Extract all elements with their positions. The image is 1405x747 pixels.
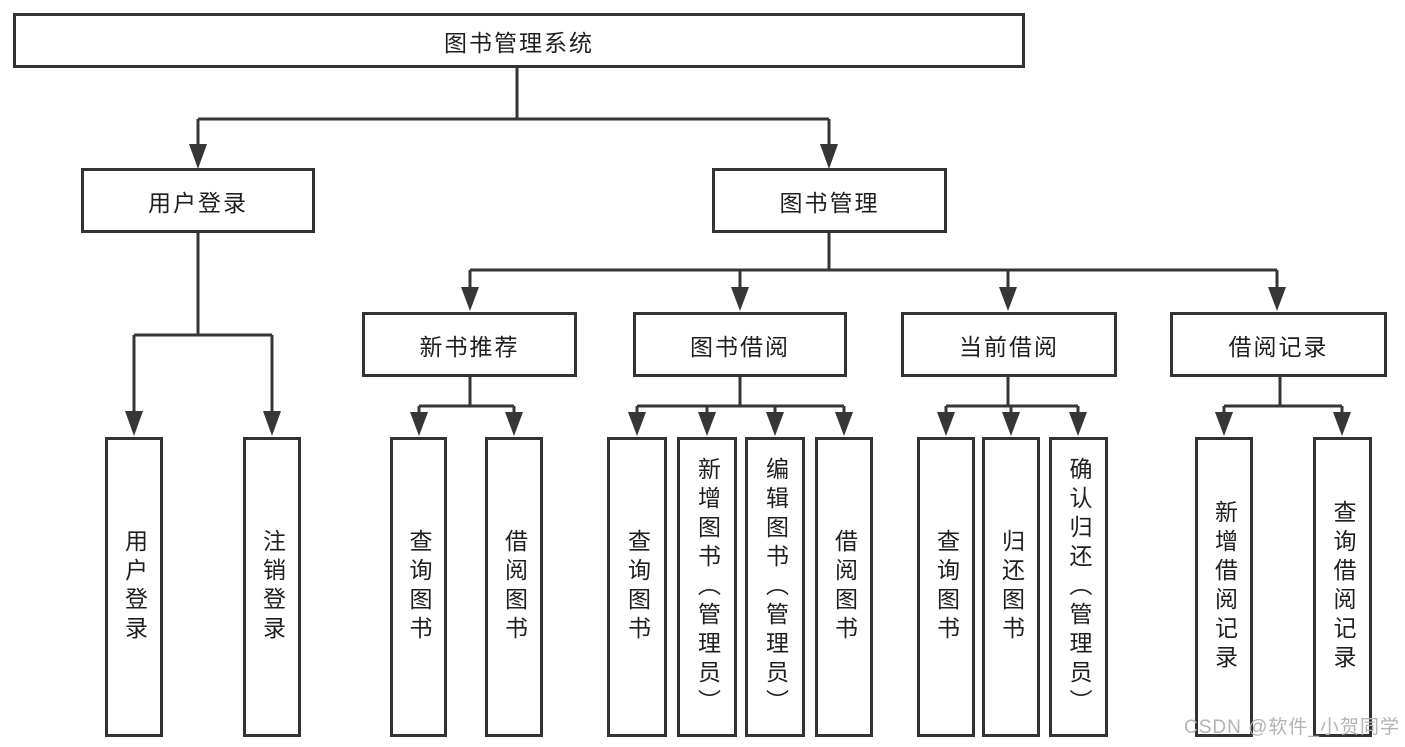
node-label: 查询图书 <box>933 529 960 645</box>
node-confirm-return-admin: 确认归还（管理员） <box>1049 437 1108 737</box>
node-user-login-action: 用户登录 <box>105 437 163 737</box>
node-query-books-borrow: 查询图书 <box>607 437 667 737</box>
node-label: 图书管理 <box>779 189 880 216</box>
node-borrow-books-recommend: 借阅图书 <box>485 437 543 737</box>
arrowheads <box>125 144 1351 436</box>
node-label: 查询图书 <box>624 529 651 645</box>
node-label: 当前借阅 <box>959 333 1059 360</box>
node-label: 归还图书 <box>998 529 1025 645</box>
node-label: 图书借阅 <box>690 333 790 360</box>
node-label: 确认归还（管理员） <box>1066 456 1092 718</box>
node-current-borrow: 当前借阅 <box>901 312 1117 377</box>
node-label: 编辑图书（管理员） <box>762 456 789 718</box>
node-edit-books-admin: 编辑图书（管理员） <box>745 437 805 737</box>
node-library-management-system: 图书管理系统 <box>13 13 1025 68</box>
node-label: 新增借阅记录 <box>1211 500 1238 674</box>
node-borrow-books-borrow: 借阅图书 <box>815 437 873 737</box>
node-book-management: 图书管理 <box>712 168 947 233</box>
node-add-borrow-record: 新增借阅记录 <box>1195 437 1253 737</box>
node-new-book-recommend: 新书推荐 <box>362 312 577 377</box>
node-label: 注销登录 <box>259 529 286 645</box>
node-return-books: 归还图书 <box>982 437 1040 737</box>
node-label: 借阅记录 <box>1228 333 1329 360</box>
connector-group <box>132 68 1344 420</box>
node-query-books-recommend: 查询图书 <box>390 437 447 737</box>
node-label: 新增图书（管理员） <box>694 456 721 718</box>
node-query-books-current: 查询图书 <box>917 437 975 737</box>
node-label: 借阅图书 <box>501 529 528 645</box>
node-book-borrow: 图书借阅 <box>633 312 847 377</box>
node-label: 查询借阅记录 <box>1330 500 1356 674</box>
node-query-borrow-record: 查询借阅记录 <box>1313 437 1372 737</box>
node-label: 用户登录 <box>121 529 148 645</box>
node-label: 用户登录 <box>148 189 248 216</box>
node-label: 查询图书 <box>406 529 432 645</box>
csdn-watermark: CSDN @软件_小贺同学 <box>1184 717 1400 738</box>
node-user-login: 用户登录 <box>81 168 315 233</box>
node-label: 新书推荐 <box>419 333 520 360</box>
node-label: 图书管理系统 <box>444 29 594 56</box>
node-add-books-admin: 新增图书（管理员） <box>677 437 737 737</box>
node-logout-action: 注销登录 <box>243 437 301 737</box>
node-label: 借阅图书 <box>831 529 858 645</box>
node-borrow-records: 借阅记录 <box>1170 312 1387 377</box>
